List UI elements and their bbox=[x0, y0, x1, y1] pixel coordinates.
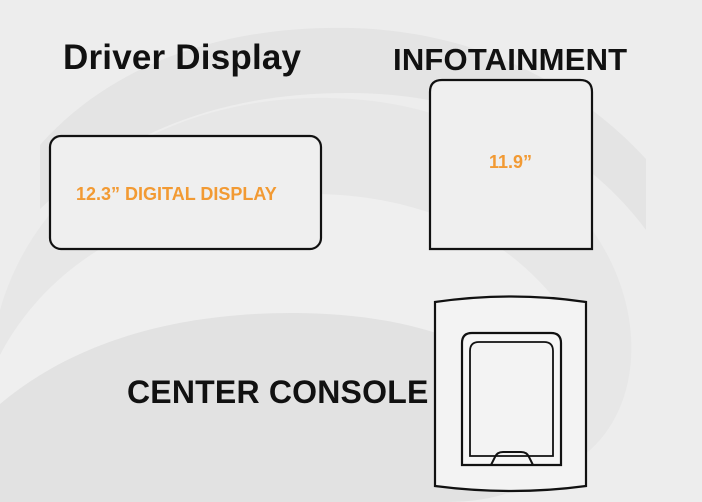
driver-display-label: 12.3” DIGITAL DISPLAY bbox=[76, 184, 277, 204]
infotainment-title: INFOTAINMENT bbox=[393, 42, 628, 77]
driver-display-title: Driver Display bbox=[63, 38, 302, 77]
center-console-title: CENTER CONSOLE bbox=[127, 374, 429, 410]
infotainment-size-label: 11.9” bbox=[489, 152, 533, 172]
